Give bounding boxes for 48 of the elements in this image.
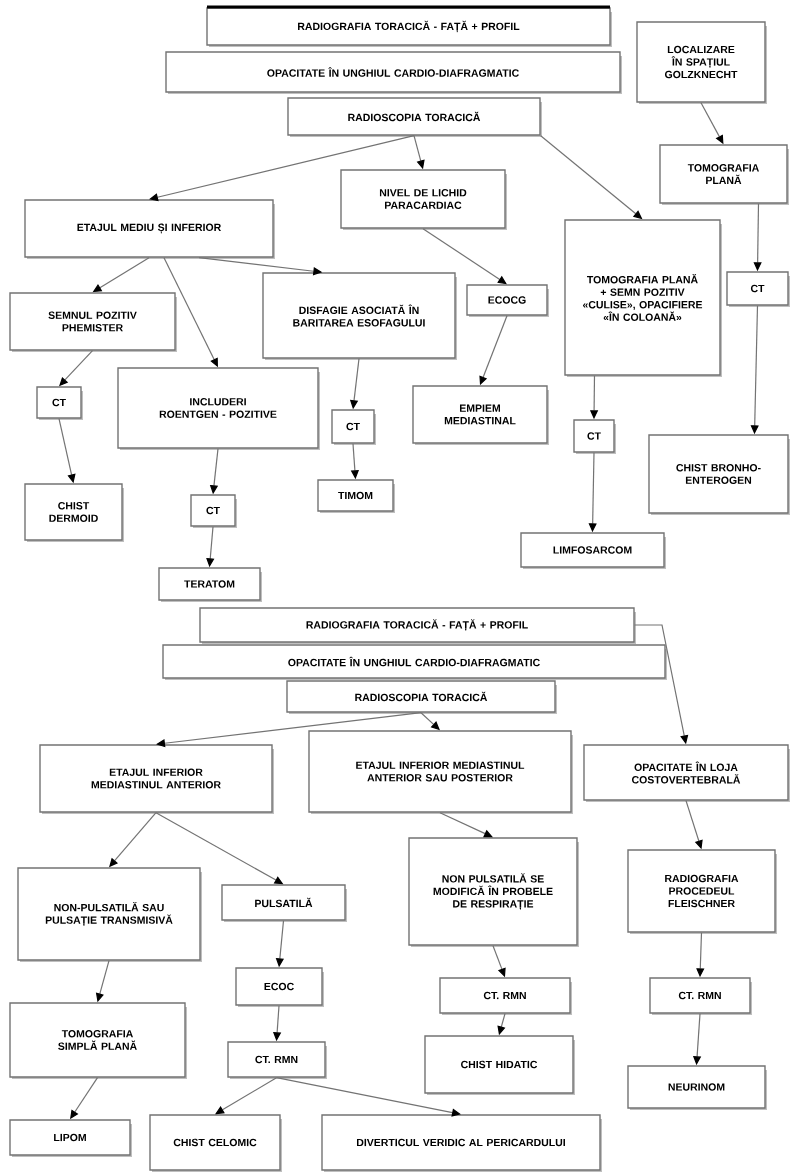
- process-box: NON-PULSATILĂ SAU PULSAȚIE TRANSMISIVĂ: [17, 867, 202, 962]
- process-box: DIVERTICUL VERIDIC AL PERICARDULUI: [321, 1114, 602, 1172]
- process-box: TOMOGRAFIA PLANĂ: [659, 144, 789, 205]
- process-box: DISFAGIE ASOCIATĂ ÎN BARITAREA ESOFAGULUI: [262, 272, 457, 360]
- process-box: CHIST CELOMIC: [149, 1114, 282, 1172]
- process-box: ETAJUL MEDIU ȘI INFERIOR: [24, 199, 275, 259]
- process-box: SEMNUL POZITIV PHEMISTER: [9, 292, 177, 352]
- arrow: [422, 228, 507, 285]
- process-box: TOMOGRAFIA SIMPLĂ PLANĂ: [9, 1002, 187, 1079]
- arrow: [156, 712, 422, 748]
- process-box: ECOC: [235, 967, 324, 1007]
- process-box: CHIST BRONHO-ENTEROGEN: [648, 434, 790, 515]
- process-box: RADIOGRAFIA TORACICĂ - FAȚĂ + PROFIL: [206, 5, 612, 47]
- process-box: CT. RMN: [227, 1041, 327, 1079]
- process-box: PULSATILĂ: [221, 884, 347, 922]
- arrow: [149, 135, 415, 202]
- process-box: NIVEL DE LICHID PARACARDIAC: [340, 169, 507, 230]
- process-box: ETAJUL INFERIOR MEDIASTINUL ANTERIOR SAU POSTERIOR: [308, 730, 573, 814]
- process-box: CT: [573, 419, 616, 454]
- process-box: RADIOGRAFIA TORACICĂ - FAȚĂ + PROFIL: [199, 607, 636, 644]
- process-box: RADIOGRAFIA PROCEDEUL FLEISCHNER: [627, 849, 777, 934]
- process-box: CT. RMN: [439, 977, 572, 1015]
- arrow: [439, 812, 493, 838]
- process-box: CT: [331, 409, 376, 445]
- process-box: INCLUDERI ROENTGEN - POZITIVE: [117, 367, 320, 450]
- process-box: LIPOM: [9, 1119, 132, 1157]
- process-box: NON PULSATILĂ SE MODIFICĂ ÎN PROBELE DE RESPIRAȚIE: [408, 837, 579, 947]
- process-box: CT: [190, 494, 237, 528]
- process-box: TOMOGRAFIA PLANĂ + SEMN POZITIV «CULISE», OPACIFIERE «ÎN COLOANĂ»: [564, 219, 722, 377]
- process-box: RADIOSCOPIA TORACICĂ: [287, 97, 542, 137]
- process-box: NEURINOM: [627, 1065, 767, 1110]
- arrow: [275, 1077, 461, 1117]
- process-box: TERATOM: [158, 567, 262, 602]
- process-box: TIMOM: [317, 479, 395, 513]
- process-box: ECOCG: [466, 284, 549, 317]
- process-box: CT: [726, 271, 790, 307]
- arrow: [215, 1077, 278, 1115]
- process-box: CT: [36, 386, 83, 420]
- process-box: OPACITATE ÎN LOJA COSTOVERTEBRALĂ: [583, 744, 790, 802]
- process-box: LOCALIZARE ÎN SPAȚIUL GOLZKNECHT: [636, 21, 767, 104]
- process-box: EMPIEM MEDIASTINAL: [412, 385, 549, 445]
- process-box: CT. RMN: [649, 977, 752, 1015]
- process-box: OPACITATE ÎN UNGHIUL CARDIO-DIAFRAGMATIC: [165, 51, 622, 94]
- process-box: LIMFOSARCOM: [520, 532, 666, 569]
- process-box: RADIOSCOPIA TORACICĂ: [286, 680, 557, 714]
- process-box: ETAJUL INFERIOR MEDIASTINUL ANTERIOR: [39, 744, 274, 814]
- process-box: CHIST DERMOID: [24, 483, 124, 542]
- process-box: CHIST HIDATIC: [424, 1035, 575, 1095]
